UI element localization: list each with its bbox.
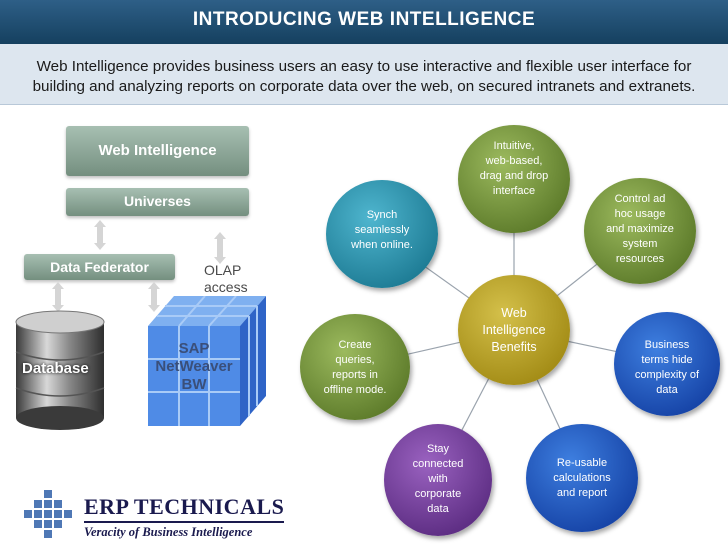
olap-access-label: OLAP access (204, 262, 248, 295)
slide-title: INTRODUCING WEB INTELLIGENCE (192, 9, 536, 30)
web-intelligence-box: Web Intelligence (66, 126, 249, 176)
database-label: Database (22, 360, 89, 377)
benefit-label: Synch seamlessly when online. (351, 209, 413, 251)
data-federator-label: Data Federator (50, 259, 149, 275)
database-icon (15, 310, 105, 430)
benefit-label: Control ad hoc usage and maximize system… (606, 193, 674, 265)
federator-cube-arrow (148, 282, 160, 312)
benefit-label: Re-usable calculations and report (553, 457, 611, 499)
title-bar: INTRODUCING WEB INTELLIGENCE (0, 0, 728, 44)
benefit-node-stay-connected: Stay connected with corporate data (384, 424, 492, 536)
web-intelligence-label: Web Intelligence (98, 142, 217, 159)
sap-cube-icon (148, 296, 266, 426)
logo-tagline: Veracity of Business Intelligence (84, 525, 253, 539)
benefit-node-business-terms: Business terms hide complexity of data (614, 312, 720, 416)
universes-box: Universes (66, 188, 249, 216)
benefits-center-node: Web Intelligence Benefits (458, 275, 570, 385)
federator-database-arrow (52, 282, 64, 312)
logo-mark-icon (24, 490, 72, 538)
universes-olap-arrow (214, 232, 226, 264)
universes-federator-arrow (94, 220, 106, 250)
benefit-node-synch: Synch seamlessly when online. (326, 180, 438, 288)
universes-label: Universes (124, 193, 191, 209)
benefit-label: Intuitive, web-based, drag and drop inte… (479, 140, 549, 197)
benefit-node-offline: Create queries, reports in offline mode. (300, 314, 410, 420)
intro-text: Web Intelligence provides business users… (32, 58, 696, 95)
benefit-label: Stay connected with corporate data (412, 443, 464, 515)
benefits-center-label: Web Intelligence Benefits (482, 306, 546, 354)
data-federator-box: Data Federator (24, 254, 175, 280)
sap-bw-label: SAP NetWeaver BW (155, 340, 233, 393)
benefit-node-reusable: Re-usable calculations and report (526, 424, 638, 532)
benefit-label: Business terms hide complexity of data (634, 339, 700, 396)
benefit-node-control: Control ad hoc usage and maximize system… (584, 178, 696, 284)
benefit-label: Create queries, reports in offline mode. (323, 339, 387, 396)
logo-name: ERP TECHNICALS (84, 494, 285, 519)
intro-panel: Web Intelligence provides business users… (0, 44, 728, 105)
benefit-node-intuitive: Intuitive, web-based, drag and drop inte… (458, 125, 570, 233)
logo-divider (84, 521, 284, 523)
